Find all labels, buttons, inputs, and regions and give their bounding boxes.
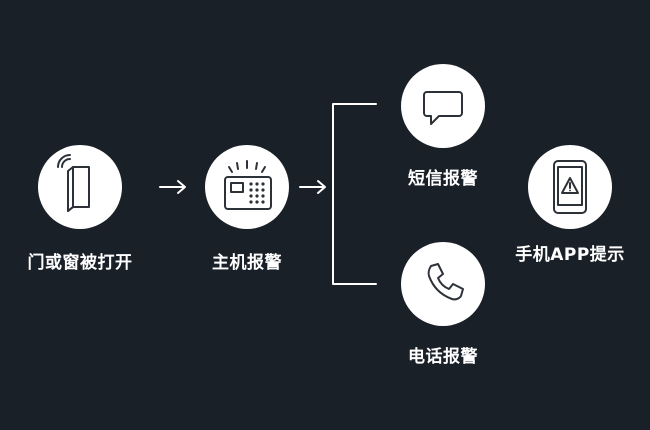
arrowhead-door-to-host <box>177 180 186 194</box>
alarm-host-icon <box>224 160 272 210</box>
node-host <box>205 145 289 229</box>
label-door: 门或窗被打开 <box>27 253 133 273</box>
label-app: 手机APP提示 <box>515 245 625 265</box>
door-sensor-icon <box>57 154 90 212</box>
label-host: 主机报警 <box>212 253 282 273</box>
mobile-alert-icon <box>553 160 587 214</box>
phone-icon <box>427 263 464 301</box>
split-bracket <box>332 103 377 285</box>
label-sms: 短信报警 <box>408 169 478 189</box>
node-phone <box>401 242 485 326</box>
node-app <box>528 145 612 229</box>
node-sms <box>401 64 485 148</box>
node-door <box>38 145 122 229</box>
message-icon <box>423 91 463 125</box>
label-phone: 电话报警 <box>408 347 478 367</box>
arrowhead-host-to-split <box>317 180 326 194</box>
